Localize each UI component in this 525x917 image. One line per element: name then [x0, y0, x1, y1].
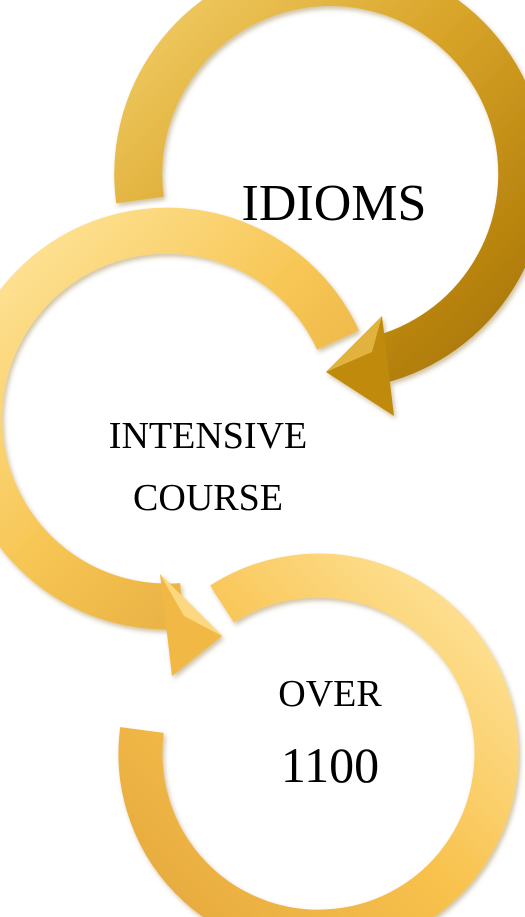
ring-over-1100 [118, 553, 519, 917]
step-label-count: 1100 [281, 737, 379, 793]
ring-intensive-course-arrowhead-highlight [160, 574, 222, 636]
step-label-over: OVER [278, 673, 382, 715]
ring-intensive-course-arc [0, 207, 359, 630]
ring-over-1100-arc [118, 553, 519, 917]
step-label-intensive: INTENSIVE [109, 415, 307, 457]
ring-idioms-arrowhead [326, 316, 394, 416]
ring-idioms-arrowhead-highlight [326, 316, 382, 372]
ring-intensive-course [0, 207, 359, 676]
step-label-idioms: IDIOMS [242, 175, 427, 232]
ring-idioms-arc [114, 0, 525, 384]
ring-idioms [114, 0, 525, 416]
step-label-course: COURSE [133, 477, 283, 519]
